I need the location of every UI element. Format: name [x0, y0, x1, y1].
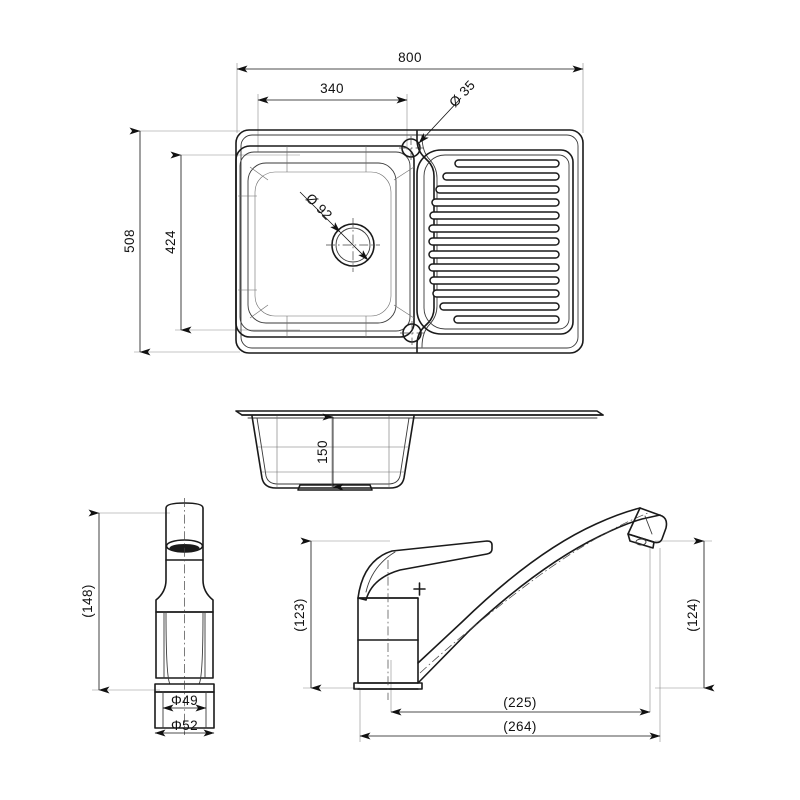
dimension-label-phi52: Φ52	[171, 718, 198, 733]
dimension-label-340: 340	[320, 81, 344, 96]
dimension-label-dia35: Ø 35	[446, 77, 478, 110]
drainer-board	[416, 149, 574, 335]
dimension-tap-height: (148)	[80, 509, 110, 694]
dimension-spout-height: (124)	[685, 537, 715, 692]
dimension-label-dia92: Ø 92	[303, 191, 335, 223]
tap-spout-head	[165, 502, 204, 561]
tap-base-collar	[154, 691, 215, 729]
waste-hole	[326, 218, 380, 272]
dimension-label-150: 150	[315, 440, 330, 464]
dimension-tap-base-dia: Φ52	[154, 718, 215, 737]
tap-body-edges	[163, 611, 206, 679]
section-view-sink: 150	[235, 410, 604, 491]
dimension-overall-width: 800	[236, 50, 584, 73]
dimension-label-225: (225)	[503, 695, 537, 710]
dimension-label-264: (264)	[503, 719, 537, 734]
dimension-tap-side-height: (123)	[292, 537, 322, 692]
tap-spout-top-curve	[417, 514, 661, 684]
drainer-ribs	[428, 159, 560, 324]
tap-spout-outlet	[627, 533, 655, 549]
dimension-label-123: (123)	[292, 598, 307, 632]
dimension-overall-reach: (264)	[359, 719, 661, 740]
tap-hole-upper	[399, 136, 423, 160]
dimension-bowl-width: 340	[257, 81, 408, 104]
dimension-overall-depth: 508	[122, 127, 151, 356]
dimension-tap-hole-dia: Ø 35	[418, 77, 478, 144]
tap-body	[155, 611, 214, 679]
dimension-label-124: (124)	[685, 598, 700, 632]
dimension-bowl-height: 150	[315, 413, 344, 491]
tap-spout-bottom-curve	[417, 507, 641, 664]
section-bowl-base	[297, 484, 373, 491]
dimension-tap-body-dia: Φ49	[162, 693, 207, 712]
tap-front-elevation: (148) Φ49 Φ52	[80, 498, 215, 737]
dimension-label-508: 508	[122, 229, 137, 253]
dimension-label-800: 800	[398, 50, 422, 65]
tap-spout-tip-edge	[644, 515, 653, 535]
tap-lever-pivot-icon	[413, 582, 426, 596]
dimension-label-phi49: Φ49	[171, 693, 198, 708]
dimension-label-424: 424	[163, 230, 178, 254]
section-construction-lines	[258, 416, 409, 487]
tap-spout-outlet-hole	[635, 538, 647, 546]
sink-rim-inner-edge	[240, 134, 579, 349]
dimension-spout-reach: (225)	[390, 695, 651, 716]
tap-side-elevation: (123) (124) (225) (264)	[292, 507, 715, 742]
tap-lever-handle	[357, 540, 493, 601]
dimension-bowl-depth: 424	[163, 151, 192, 334]
sink-bowl	[235, 145, 415, 338]
plan-view-sink: 800 340 508 424 Ø 35 Ø 92	[122, 50, 584, 356]
dimension-label-148: (148)	[80, 584, 95, 618]
tap-lever-inner	[365, 551, 396, 593]
tap-spout-centerline	[419, 512, 649, 674]
